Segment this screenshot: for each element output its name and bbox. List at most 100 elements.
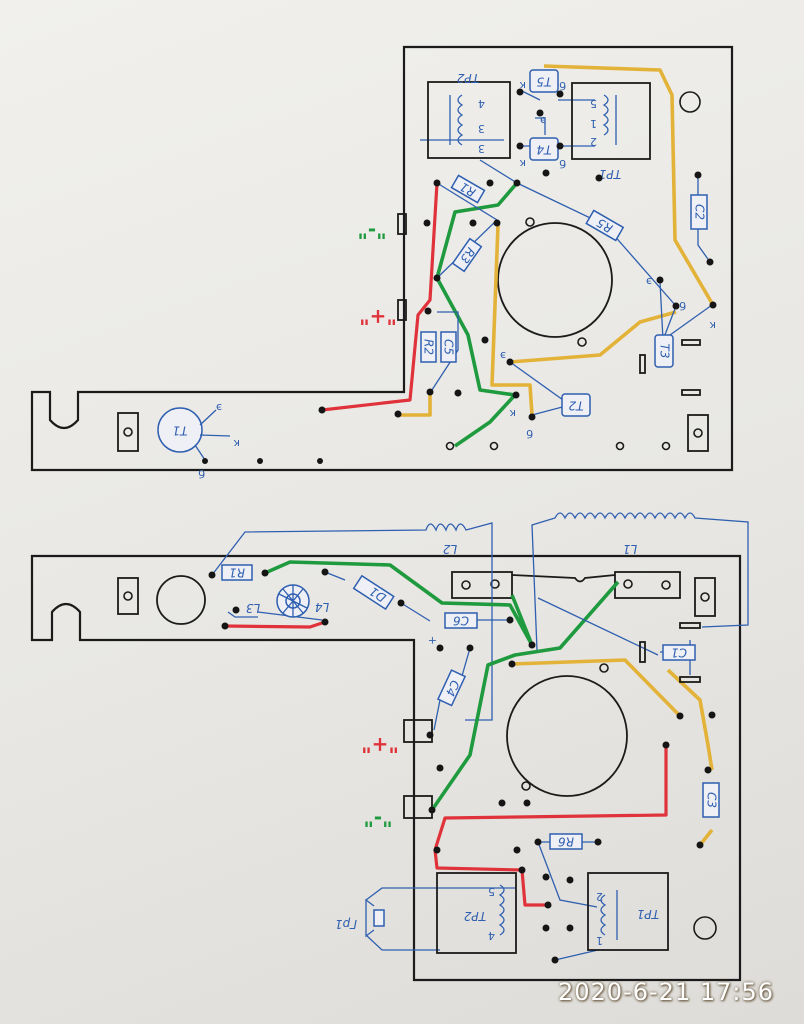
slot: [681, 389, 701, 396]
l1-label: L1: [623, 542, 637, 556]
capacitor-c5: C5: [440, 331, 457, 363]
resistor-r3: R3: [451, 237, 483, 273]
mount-hole: [123, 427, 133, 437]
pin-label: 5: [488, 885, 495, 898]
capacitor-c6: C6: [444, 612, 478, 629]
pin-label: к: [519, 157, 526, 170]
c5-label: C5: [442, 339, 456, 355]
bottom-board-outline: [30, 554, 742, 982]
resistor-r5: R5: [585, 209, 625, 242]
mount-hole: [679, 91, 701, 113]
transistor-t3: T3: [654, 334, 674, 368]
transformer-tp2-core: [427, 81, 511, 159]
diode-d1: D1: [352, 574, 395, 611]
r1-label: R1: [229, 566, 245, 580]
terminal-minus-label: "-": [363, 807, 392, 831]
photo-timestamp: 2020-6-21 17:56: [558, 978, 774, 1006]
tp1-label: TP1: [599, 167, 621, 181]
pin-label: 4: [478, 97, 485, 110]
pin-label: 2: [596, 890, 603, 903]
winding-icon: [449, 94, 617, 146]
l4-label: L4: [315, 600, 329, 614]
transformer-tp1-core: [587, 872, 669, 951]
terminal-minus-pad: [403, 795, 433, 819]
capacitor-c2: C2: [690, 194, 708, 230]
pin-label: б: [526, 427, 533, 440]
speaker-icon: [365, 898, 385, 938]
transformer-tp2-core: [436, 872, 517, 954]
bracket-pad: [451, 571, 513, 599]
mount-pad: [117, 577, 139, 615]
pin-label: 3: [478, 122, 485, 135]
green-wire: [264, 560, 620, 812]
transistor-t4: T4: [529, 137, 559, 161]
c2-label: C2: [693, 204, 707, 220]
resistor-r1: R1: [221, 564, 253, 581]
pin-label: к: [509, 407, 516, 420]
jumper: [511, 574, 616, 583]
pin-label: 3: [478, 142, 485, 155]
mount-hole: [700, 592, 710, 602]
pin-label: 2: [590, 135, 597, 148]
resistor-r1: R1: [450, 174, 486, 204]
r2-label: R2: [422, 339, 436, 355]
c1-label: C1: [671, 646, 687, 660]
open-holes: [445, 217, 671, 451]
transistor-t1: T1: [157, 407, 231, 461]
pin-label: б: [198, 467, 205, 480]
speaker-label: Гр1: [335, 917, 357, 931]
pin-label: э: [500, 349, 506, 362]
toroid-l3-l4: [276, 584, 310, 618]
l2-label: L2: [443, 542, 457, 556]
resistor-r6: R6: [549, 833, 583, 850]
c6-label: C6: [453, 614, 469, 628]
slot: [639, 354, 646, 374]
tp2-label: TP2: [464, 909, 486, 923]
transistor-t5: T5: [529, 69, 559, 93]
c3-label: C3: [705, 792, 719, 808]
t1-label: T1: [173, 424, 188, 438]
terminal-minus-label: "-": [357, 219, 386, 243]
pin-label: э: [540, 114, 546, 127]
mount-hole: [123, 591, 133, 601]
terminal-plus-pad: [397, 299, 407, 321]
winding-icon: [498, 884, 618, 940]
blue-trace: [227, 571, 691, 961]
orange-wire: [398, 64, 715, 417]
capacitor-c1: C1: [639, 622, 701, 683]
pin-label: к: [519, 79, 526, 92]
pin-label: 1: [590, 117, 597, 130]
transistor-t2: T2: [561, 393, 591, 417]
pin-label: б: [559, 79, 566, 92]
tp1-label: TP1: [637, 907, 659, 921]
top-board: "-" "+" TP2 TP1 4 3 3 5 1 2 T5 T4 T3 T2 …: [30, 45, 734, 480]
r1-label: R1: [457, 179, 478, 199]
r6-label: R6: [558, 835, 574, 849]
top-board-outline: [30, 45, 734, 472]
transformer-tp1-core: [571, 82, 651, 160]
t4-label: T4: [537, 143, 552, 157]
tp2-label: TP2: [457, 71, 479, 85]
terminal-plus-label: "+": [359, 305, 397, 329]
resistor-r2: R2: [420, 331, 437, 363]
mount-hole: [693, 428, 703, 438]
solder-points: [202, 88, 717, 464]
pin-label: к: [233, 437, 240, 450]
pin-label: 4: [488, 929, 495, 942]
polarity-mark: +: [428, 634, 437, 647]
mount-pad: [687, 414, 709, 452]
pin-label: э: [646, 275, 652, 288]
open-holes: [521, 663, 609, 791]
capacitor-c4: C4: [436, 669, 467, 707]
pin-label: 1: [596, 934, 603, 947]
speaker-cutout: [506, 675, 628, 797]
c4-label: C4: [443, 678, 462, 698]
l3-label: L3: [246, 601, 260, 615]
t3-label: T3: [658, 344, 672, 359]
pin-label: 5: [590, 97, 597, 110]
mount-pad: [117, 412, 139, 452]
terminal-minus-pad: [397, 213, 407, 235]
red-wire: [321, 182, 439, 412]
pin-label: б: [559, 157, 566, 170]
red-wire: [224, 620, 668, 907]
